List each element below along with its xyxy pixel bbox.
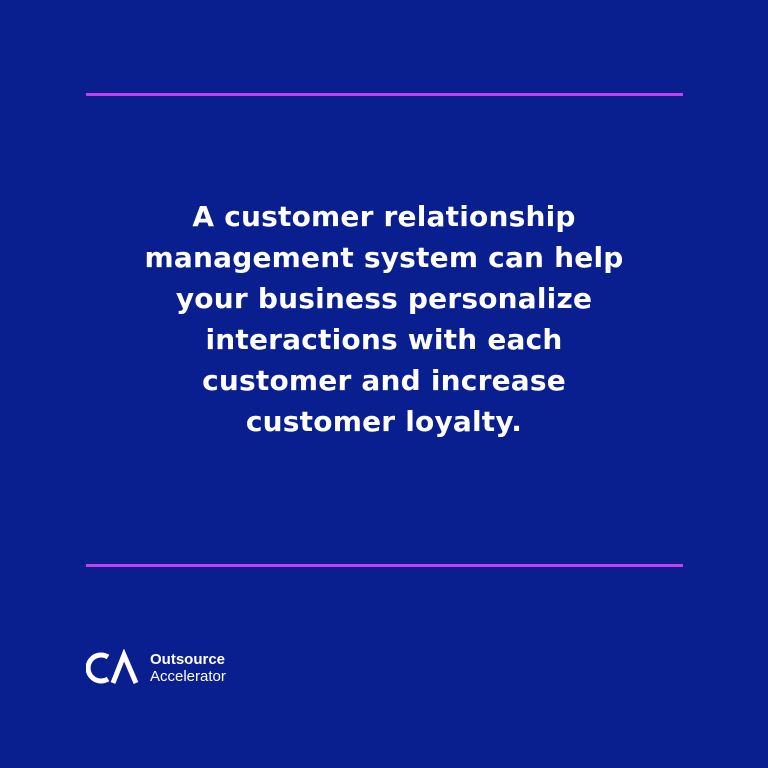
quote-line: management system can help <box>144 241 624 274</box>
brand-name-line2: Accelerator <box>150 668 226 685</box>
quote-line: customer loyalty. <box>245 405 523 438</box>
quote-line: your business personalize <box>175 282 593 315</box>
quote-line: interactions with each <box>205 323 563 356</box>
outsource-accelerator-logo-icon <box>86 649 139 684</box>
quote-text: A customer relationship management syste… <box>84 196 684 442</box>
brand-name: Outsource Accelerator <box>150 651 226 685</box>
brand-logo: Outsource Accelerator <box>86 649 226 687</box>
quote-line: customer and increase <box>202 364 566 397</box>
brand-name-line1: Outsource <box>150 651 226 668</box>
quote-line: A customer relationship <box>192 200 576 233</box>
top-divider <box>86 93 683 96</box>
bottom-divider <box>86 564 683 567</box>
